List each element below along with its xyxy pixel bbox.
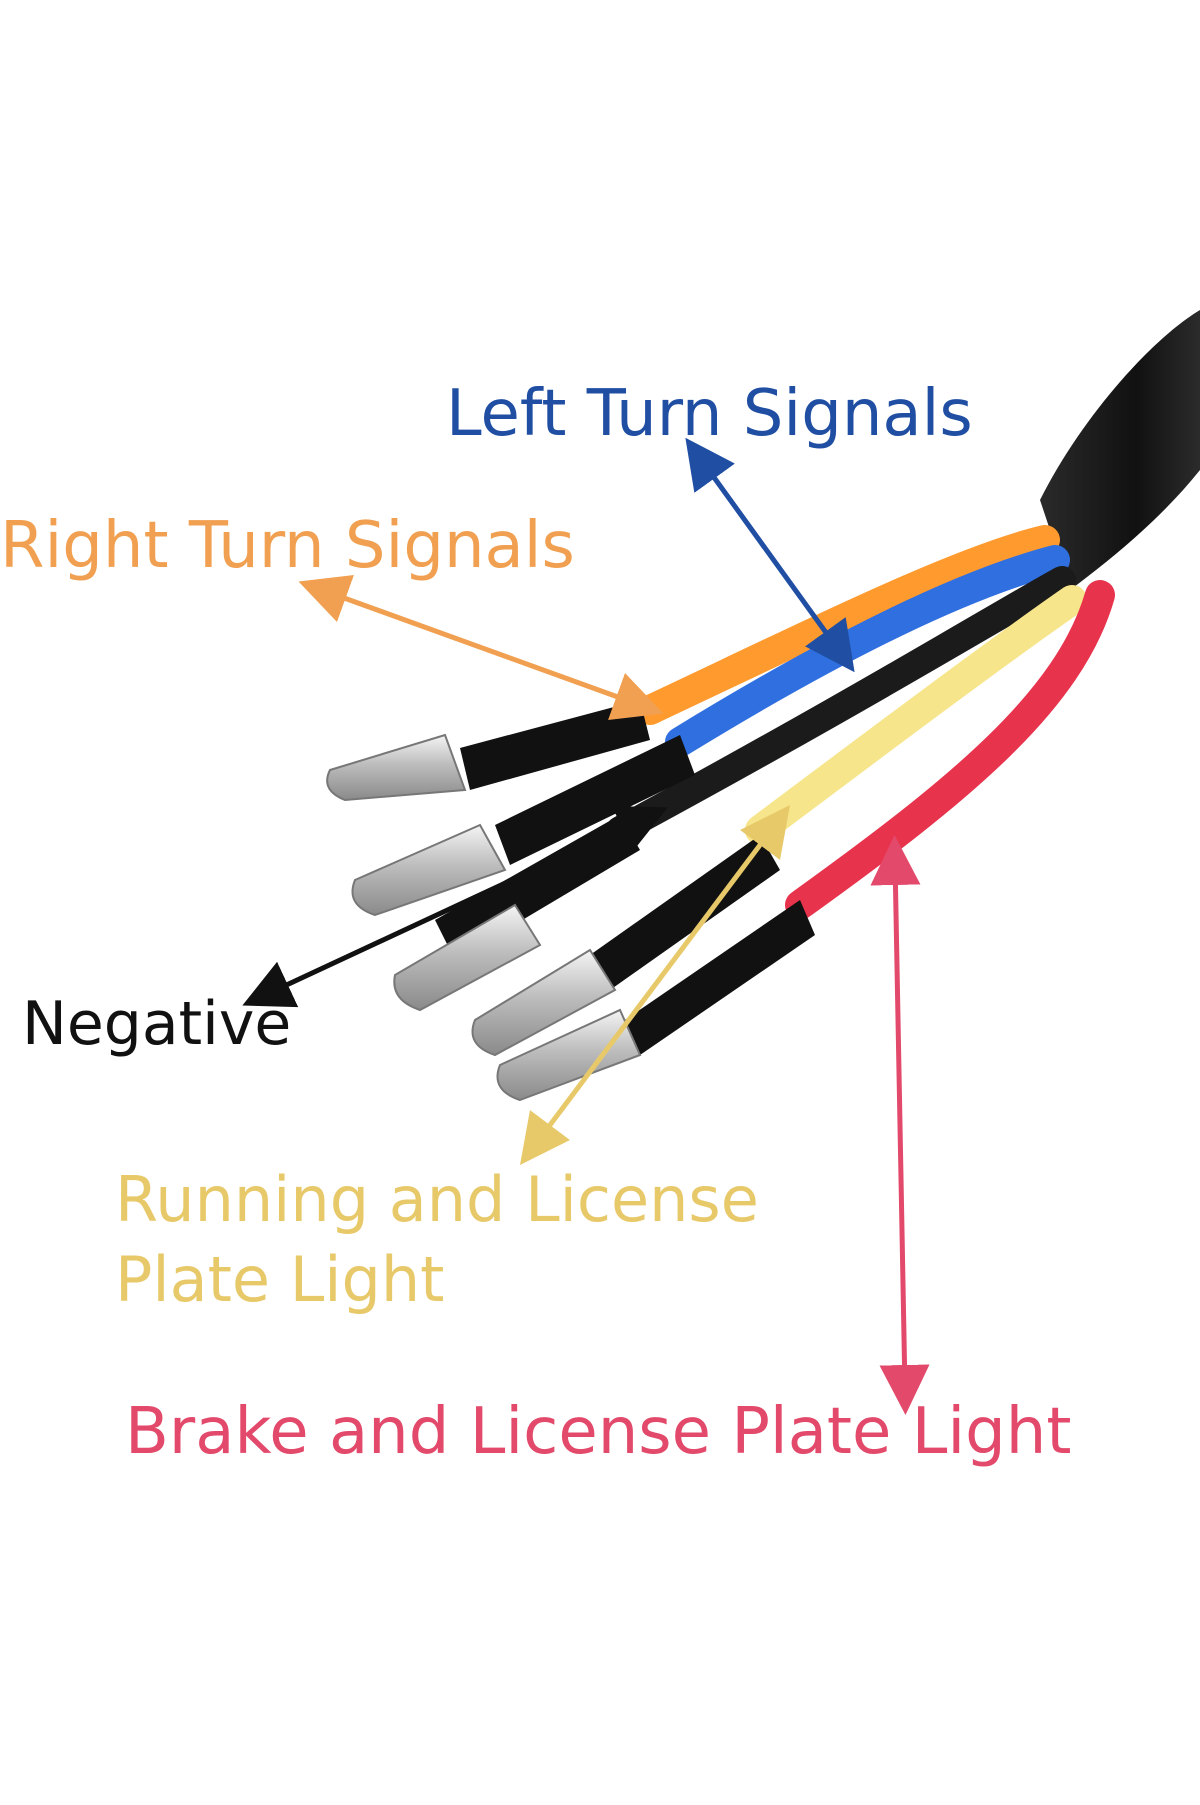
label-running-license-plate-light: Running and License Plate Light <box>115 1160 759 1320</box>
cable-sheath <box>1040 310 1200 590</box>
label-brake-license-plate-light: Brake and License Plate Light <box>125 1395 1072 1469</box>
wire-red <box>785 580 1115 920</box>
arrow-right-turn <box>298 574 664 721</box>
wire-blue <box>665 545 1070 757</box>
wire-yellow <box>745 585 1087 845</box>
arrow-left-turn <box>685 437 855 673</box>
label-running-line-1: Running and License <box>115 1163 759 1236</box>
wire-orange <box>635 525 1060 725</box>
label-right-turn-signals: Right Turn Signals <box>0 509 575 583</box>
label-left-turn-signals: Left Turn Signals <box>446 377 973 451</box>
label-running-line-2: Plate Light <box>115 1243 445 1316</box>
arrow-running <box>520 805 790 1165</box>
connector-1 <box>326 733 467 802</box>
arrow-brake <box>870 835 930 1415</box>
wire-black <box>606 566 1076 844</box>
label-negative: Negative <box>22 989 292 1059</box>
